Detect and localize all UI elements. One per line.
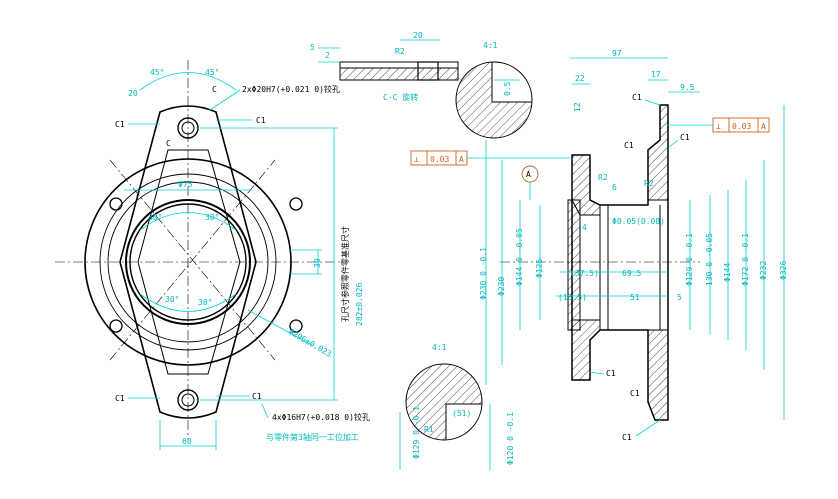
angle-30-d: 30° bbox=[198, 298, 212, 307]
detail-top-dim: 0.5 bbox=[503, 81, 512, 96]
side-dim-95: 9.5 bbox=[680, 83, 695, 92]
section-cc: 5 2 20 R2 C-C 旋转 bbox=[310, 31, 459, 102]
side-phi130: 130 0 -0.05 bbox=[705, 233, 714, 286]
side-view: 97 22 17 9.5 12 ⊥ 0.03 A ⊥ 0.03 A A C1 C… bbox=[410, 49, 788, 442]
tol-top-value: 0.03 bbox=[732, 122, 751, 131]
detail-bottom-phi120: Φ120 0 -0.1 bbox=[506, 412, 515, 465]
dim-20-top: 20 bbox=[128, 89, 138, 98]
detail-top-scale: 4:1 bbox=[483, 41, 498, 50]
side-c1-c: C1 bbox=[624, 141, 634, 150]
side-c1-b: C1 bbox=[680, 133, 690, 142]
svg-text:⊥: ⊥ bbox=[414, 155, 419, 164]
side-dim-51: 51 bbox=[630, 293, 640, 302]
side-dim-small: Φ0.05(0.08) bbox=[612, 217, 665, 226]
angle-30-a: 30° bbox=[148, 213, 162, 222]
bottom-hole-spec: 4xΦ16H7(+0.018 0)铰孔 bbox=[272, 412, 370, 422]
side-phi230: Φ230 0 -0.1 bbox=[479, 247, 488, 300]
dim-45-right: 45° bbox=[205, 68, 219, 77]
detail-bottom-dim-51: (51) bbox=[452, 409, 471, 418]
svg-text:⊥: ⊥ bbox=[716, 122, 721, 131]
dim-phi296: Φ296±0.023 bbox=[287, 327, 333, 359]
cc-dim-20: 20 bbox=[413, 31, 423, 40]
angle-30-b: 30° bbox=[205, 213, 219, 222]
datum-a: A bbox=[526, 170, 531, 179]
angle-30-c: 30° bbox=[165, 295, 179, 304]
side-dim-22: 22 bbox=[575, 74, 585, 83]
dim-282: 282±0.026 bbox=[355, 282, 364, 326]
side-dim-6: 6 bbox=[612, 183, 617, 192]
side-phi129: Φ129 0 -0.1 bbox=[685, 233, 694, 286]
detail-top: 4:1 0.5 bbox=[455, 41, 533, 139]
front-view: 45° 45° 20 C C 2xΦ20H7(+0.021 0)铰孔 C1 C1… bbox=[55, 60, 370, 450]
hole-spec-top: 2xΦ20H7(+0.021 0)铰孔 bbox=[242, 84, 340, 94]
side-dim-5: 5 bbox=[677, 293, 682, 302]
cc-dim-r2: R2 bbox=[395, 47, 405, 56]
tol-left-value: 0.03 bbox=[430, 155, 449, 164]
side-dim-17: 17 bbox=[651, 70, 661, 79]
dim-45-left: 45° bbox=[150, 68, 164, 77]
chamfer-c1-top-right: C1 bbox=[256, 116, 266, 125]
side-c1-d: C1 bbox=[606, 369, 616, 378]
chamfer-c1-top-left: C1 bbox=[115, 120, 125, 129]
side-r2-a: R2 bbox=[598, 173, 608, 182]
detail-bottom-dim-r: R1 bbox=[424, 425, 434, 434]
tol-top-datum: A bbox=[761, 122, 766, 131]
side-dim-695: 69.5 bbox=[622, 269, 641, 278]
side-phi144b: Φ144 bbox=[723, 263, 732, 282]
side-phi230b: Φ230 bbox=[497, 277, 506, 296]
side-dim-135: (13.5) bbox=[558, 293, 587, 302]
tol-left-datum: A bbox=[459, 155, 464, 164]
side-r2-b: R2 bbox=[644, 179, 654, 188]
note-vertical: 孔尺寸参照零件零基准尺寸 bbox=[340, 226, 350, 322]
side-dim-4: 4 bbox=[582, 223, 587, 232]
dim-60: 60 bbox=[182, 437, 192, 446]
side-dim-97: 97 bbox=[612, 49, 622, 58]
side-phi232: Φ232 bbox=[759, 261, 768, 280]
side-dim-12: 12 bbox=[573, 102, 582, 112]
detail-bottom-scale: 4:1 bbox=[432, 343, 447, 352]
cc-dim-2: 2 bbox=[325, 51, 330, 60]
bottom-note: 与零件第3轴同一工位加工 bbox=[266, 432, 359, 442]
detail-bottom-phi129: Φ129 0 -0.1 bbox=[412, 406, 421, 459]
side-c1-f: C1 bbox=[622, 433, 632, 442]
side-c1-e: C1 bbox=[630, 389, 640, 398]
detail-bottom: 4:1 (51) R1 Φ129 0 -0.1 Φ120 0 -0.1 bbox=[399, 343, 515, 470]
label-c-mid: C bbox=[166, 139, 171, 148]
side-c1-a: C1 bbox=[632, 93, 642, 102]
cc-title: C-C 旋转 bbox=[383, 92, 418, 102]
chamfer-c1-bottom-left: C1 bbox=[115, 394, 125, 403]
dim-30: 30 bbox=[313, 258, 322, 268]
side-phi326: Φ326 bbox=[779, 261, 788, 280]
chamfer-c1-bottom-right: C1 bbox=[252, 392, 262, 401]
side-dim-375: (37.5) bbox=[570, 269, 599, 278]
side-phi144: Φ144 0 -0.05 bbox=[515, 228, 524, 286]
dim-phi-inner: Φ75 bbox=[178, 180, 193, 189]
cc-dim-5: 5 bbox=[310, 43, 315, 52]
label-c-top: C bbox=[212, 85, 217, 94]
side-phi125: Φ125 bbox=[535, 259, 544, 278]
side-phi172: Φ172 0 -0.1 bbox=[741, 233, 750, 286]
